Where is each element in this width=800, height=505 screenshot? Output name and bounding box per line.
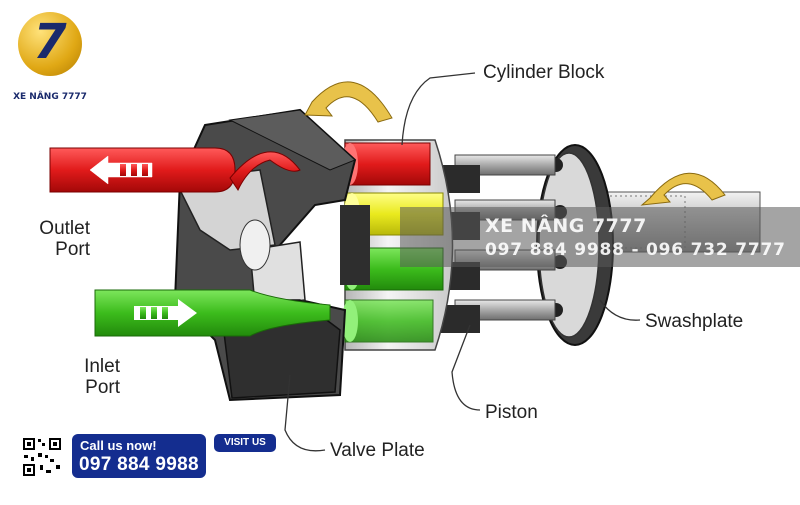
rotation-arrow-top-icon (304, 81, 393, 123)
call-phone: 097 884 9988 (79, 454, 199, 475)
label-outlet-port: Outlet Port (39, 218, 90, 261)
label-valve-plate: Valve Plate (330, 440, 425, 461)
call-us-button[interactable]: Call us now! 097 884 9988 (72, 434, 206, 478)
watermark-name: XE NÂNG 7777 (485, 215, 647, 237)
watermark-phones: 097 884 9988 - 096 732 7777 (485, 240, 786, 260)
visit-us-button[interactable]: VISIT US (214, 434, 276, 452)
logo-circle-icon (18, 12, 82, 76)
qr-code-icon[interactable] (22, 437, 62, 477)
watermark-band (400, 207, 800, 267)
brand-logo[interactable]: 7 XE NÂNG 7777 (10, 12, 90, 112)
label-swashplate: Swashplate (645, 311, 744, 332)
logo-text: XE NÂNG 7777 (13, 92, 87, 102)
outlet-tube (49, 147, 301, 193)
inlet-tube (94, 289, 331, 337)
call-label: Call us now! (80, 438, 157, 453)
leader-lines (284, 72, 641, 452)
label-inlet-port: Inlet Port (84, 356, 120, 399)
rotation-arrow-right-icon (640, 172, 726, 206)
label-piston: Piston (485, 402, 538, 423)
logo-numeral: 7 (33, 14, 67, 70)
label-cylinder-block: Cylinder Block (483, 62, 605, 83)
